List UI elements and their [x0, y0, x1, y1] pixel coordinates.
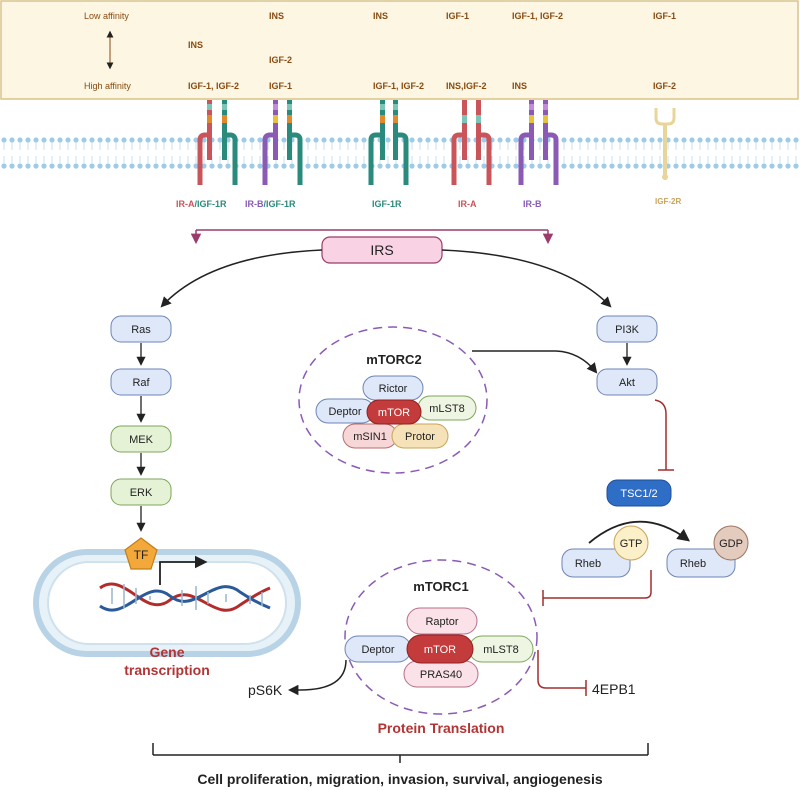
- pi3k-node: PI3K: [596, 315, 658, 343]
- col4-low: IGF-1, IGF-2: [512, 11, 563, 21]
- ras-label: Ras: [131, 324, 151, 336]
- receptor-igf2r: [654, 108, 676, 180]
- low-affinity-label: Low affinity: [84, 11, 129, 21]
- high-affinity-label: High affinity: [84, 81, 131, 91]
- mtorc1-raptor: Raptor: [425, 616, 458, 628]
- mtorc2-mlst8: mLST8: [429, 403, 464, 415]
- col5-low: IGF-1: [653, 11, 676, 21]
- col2-low: INS: [373, 11, 388, 21]
- raf-node: Raf: [110, 368, 172, 396]
- label-irb-igf1r-a: IR-B: [245, 199, 264, 209]
- col2-high: IGF-1, IGF-2: [373, 81, 424, 91]
- col1-high: IGF-1: [269, 81, 292, 91]
- irs-bracket: [190, 229, 554, 245]
- label-irb-igf1r-sep: /: [264, 199, 267, 209]
- rheb-gdp-node: Rheb GDP: [666, 525, 749, 578]
- col0-mid: INS: [188, 40, 203, 50]
- mtorc1-pras40: PRAS40: [420, 669, 462, 681]
- rheb-gtp-node: Rheb GTP: [561, 525, 649, 578]
- receptor-irb-igf1r: [262, 100, 303, 185]
- label-ira-igf1r: IR-A/IGF-1R: [176, 199, 227, 209]
- mtorc1-complex: mTORC1 Raptor Deptor mLST8 PRAS40 mTOR: [344, 559, 538, 715]
- label-ira-igf1r-sep: /: [195, 199, 198, 209]
- label-ira-igf1r-a: IR-A: [176, 199, 195, 209]
- rheb1-label: Rheb: [575, 558, 601, 570]
- 4epb1-label: 4EPB1: [592, 681, 636, 697]
- label-ira: IR-A: [458, 199, 477, 209]
- erk-node: ERK: [110, 478, 172, 506]
- gene-transcription-line2: transcription: [124, 662, 210, 678]
- col5-high: IGF-2: [653, 81, 676, 91]
- receptor-ira-igf1r: [197, 100, 238, 185]
- mtorc2-protor: Protor: [405, 431, 435, 443]
- ras-node: Ras: [110, 315, 172, 343]
- mtorc1-to-ps6k-arrow: [287, 659, 347, 696]
- mtorc1-deptor: Deptor: [361, 644, 394, 656]
- label-irb-igf1r-b: IGF-1R: [266, 199, 296, 209]
- affinity-panel-bg: [0, 0, 799, 100]
- affinity-panel: Low affinity High affinity INS IGF-1, IG…: [0, 0, 799, 100]
- protein-translation-label: Protein Translation: [378, 720, 505, 736]
- bottom-bracket: [152, 743, 649, 763]
- label-irb: IR-B: [523, 199, 542, 209]
- col3-low: IGF-1: [446, 11, 469, 21]
- mtorc2-to-akt-arrow: [472, 350, 598, 374]
- akt-inhibits-tsc: [654, 399, 667, 470]
- label-ira-igf1r-b: IGF-1R: [197, 199, 227, 209]
- mtorc2-title: mTORC2: [366, 352, 421, 367]
- label-igf2r: IGF-2R: [655, 197, 681, 206]
- dna-helix: [99, 555, 271, 612]
- tsc-label: TSC1/2: [620, 488, 657, 500]
- col4-high: INS: [512, 81, 527, 91]
- rheb-activates-mtorc1: [543, 570, 652, 599]
- receptor-ira: [451, 100, 492, 185]
- akt-label: Akt: [619, 377, 635, 389]
- raf-label: Raf: [132, 377, 150, 389]
- pi3k-label: PI3K: [615, 324, 640, 336]
- label-igf1r: IGF-1R: [372, 199, 402, 209]
- col1-low: INS: [269, 11, 284, 21]
- mtorc1-title: mTORC1: [413, 579, 468, 594]
- mek-node: MEK: [110, 425, 172, 453]
- mtorc2-rictor: Rictor: [379, 383, 408, 395]
- mtorc1-inhibits-4epb1: [537, 650, 586, 689]
- mtorc2-deptor: Deptor: [328, 406, 361, 418]
- tf-label: TF: [134, 548, 149, 562]
- outcome-summary: Cell proliferation, migration, invasion,…: [197, 771, 603, 787]
- akt-node: Akt: [596, 368, 658, 396]
- irs-to-ras-arrow: [160, 249, 323, 308]
- col0-high: IGF-1, IGF-2: [188, 81, 239, 91]
- gdp-label: GDP: [719, 538, 743, 550]
- gtp-label: GTP: [620, 538, 643, 550]
- tf-node: TF: [124, 537, 158, 570]
- irs-to-pi3k-arrow: [441, 249, 612, 308]
- col1-mid: IGF-2: [269, 55, 292, 65]
- ps6k-label: pS6K: [248, 682, 283, 698]
- mtorc2-complex: mTORC2 Rictor Deptor mLST8 mSIN1 Protor …: [298, 326, 488, 474]
- cell-membrane: [0, 135, 800, 169]
- mtorc2-mtor: mTOR: [378, 407, 410, 419]
- mek-label: MEK: [129, 434, 154, 446]
- erk-label: ERK: [130, 487, 153, 499]
- mtorc1-mtor: mTOR: [424, 644, 456, 656]
- rheb2-label: Rheb: [680, 558, 706, 570]
- receptor-igf1r: [368, 100, 409, 185]
- irs-node: IRS: [321, 236, 443, 264]
- irs-label: IRS: [370, 242, 393, 258]
- tsc-node: TSC1/2: [606, 479, 672, 507]
- rheb-gtp-gdp-arrow: [588, 520, 691, 544]
- label-irb-igf1r: IR-B/IGF-1R: [245, 199, 296, 209]
- col3-high: INS,IGF-2: [446, 81, 487, 91]
- mtorc1-mlst8: mLST8: [483, 644, 518, 656]
- receptor-irb: [518, 100, 559, 185]
- mtorc2-msin1: mSIN1: [353, 431, 387, 443]
- gene-transcription-line1: Gene: [149, 644, 184, 660]
